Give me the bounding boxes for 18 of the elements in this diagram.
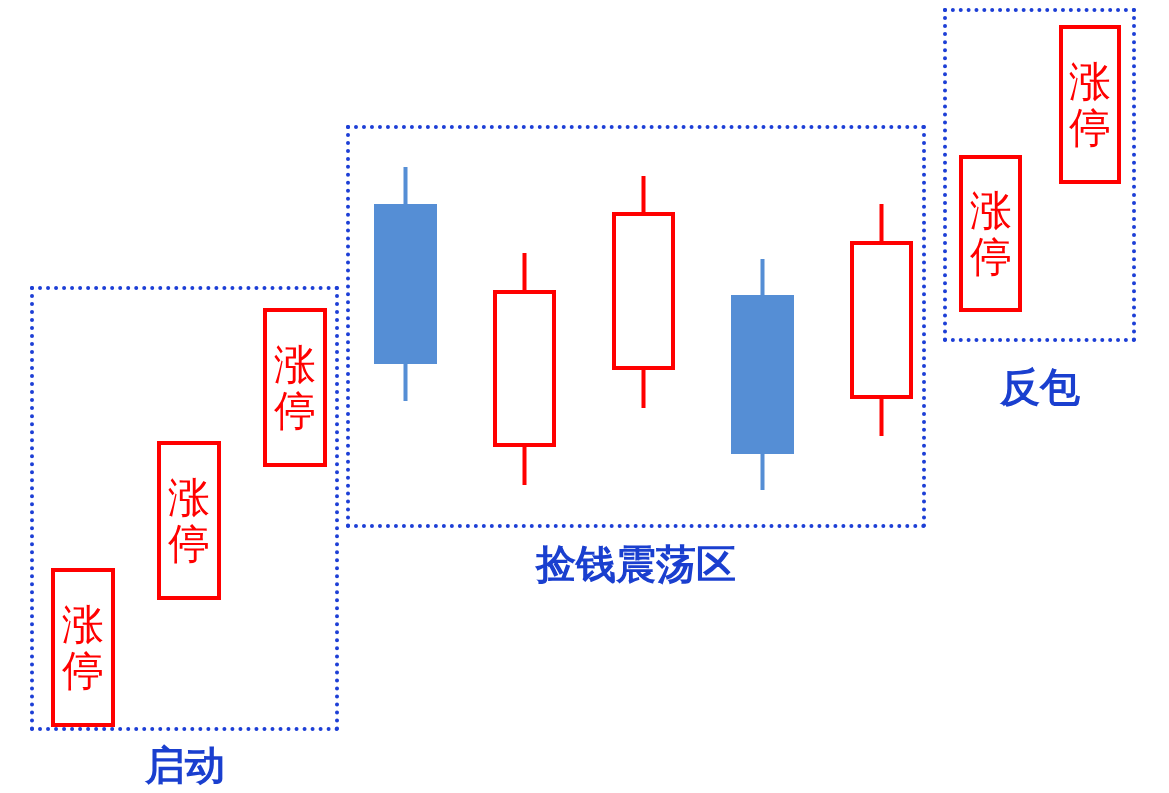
candle-label: 涨停 [61, 601, 105, 694]
candle-label: 涨停 [273, 341, 317, 434]
candle-label: 涨停 [1068, 58, 1112, 151]
candlestick [850, 204, 913, 436]
limit-up-candle [157, 441, 221, 600]
limit-up-candle [1059, 25, 1121, 184]
limit-up-candle [263, 308, 327, 467]
candle-label: 涨停 [968, 187, 1013, 280]
candlestick [731, 259, 794, 490]
candlestick [374, 167, 437, 401]
limit-up-candle [959, 155, 1022, 312]
group-title: 捡钱震荡区 [536, 541, 736, 587]
candlestick [612, 176, 675, 408]
candlestick [493, 253, 556, 485]
limit-up-candle [51, 568, 115, 727]
candle-label: 涨停 [167, 474, 211, 567]
group-title: 启动 [144, 742, 225, 788]
group-title: 反包 [999, 364, 1080, 410]
